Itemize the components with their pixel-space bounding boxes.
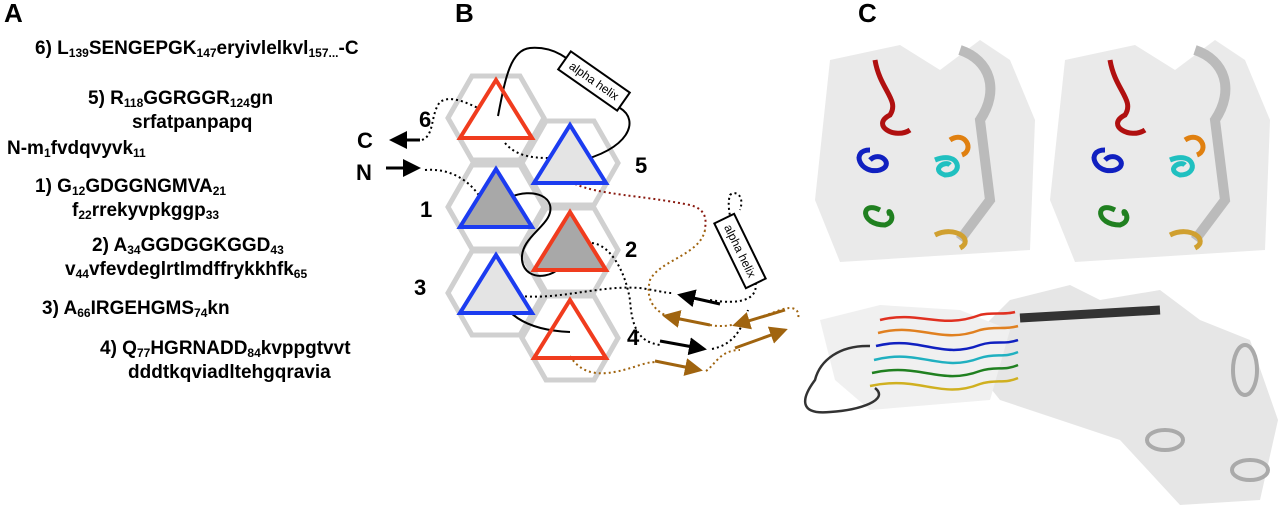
residue-text: kn xyxy=(207,298,230,319)
residue-number: 21 xyxy=(212,184,227,198)
residue-number: 84 xyxy=(247,346,261,360)
dotted-orange-4 xyxy=(705,349,741,372)
sequence-line-seg5b: srfatpanpapq xyxy=(132,112,252,134)
panel-a-label: A xyxy=(4,0,23,28)
alpha-helix-box-2: alpha helix xyxy=(712,212,768,290)
residue-text: gn xyxy=(249,88,274,109)
residue-text: 4) Q xyxy=(100,338,137,359)
residue-number: 11 xyxy=(133,146,146,160)
residue-text: 5) R xyxy=(88,88,124,109)
hexagon-6 xyxy=(445,73,547,163)
strand-number-4: 4 xyxy=(627,325,640,350)
residue-text: eryivlelkvl xyxy=(216,38,309,59)
residue-text: -C xyxy=(338,38,359,59)
strand-triangle-2 xyxy=(530,208,610,272)
hexagon-4 xyxy=(519,293,621,383)
residue-text: 6) L xyxy=(35,38,69,59)
sequence-line-seg4a: 4) Q77HGRNADD84kvppgtvvt xyxy=(100,338,351,360)
dotted-2-4 xyxy=(591,242,661,346)
residue-number: 44 xyxy=(75,267,89,281)
brown-strand-4 xyxy=(734,326,788,350)
dotted-5-loop xyxy=(574,183,707,231)
dotted-orange-1 xyxy=(647,229,706,316)
structure-view-bottom xyxy=(803,285,1278,505)
sequence-line-seg6: 6) L139SENGEPGK147eryivlelkvl157...-C xyxy=(35,38,359,60)
residue-text: kvppgtvvt xyxy=(260,338,351,359)
strand-number-5: 5 xyxy=(635,153,647,178)
residue-number: 34 xyxy=(127,243,141,257)
residue-text: fvdqvyvk xyxy=(50,138,134,159)
residue-text: f xyxy=(72,200,79,221)
residue-number: 157... xyxy=(308,46,339,60)
residue-number: 65 xyxy=(293,267,308,281)
residue-text: dddtkqviadltehgqravia xyxy=(128,362,331,383)
loop-1-2 xyxy=(497,192,571,277)
residue-number: 22 xyxy=(78,208,92,222)
residue-number: 118 xyxy=(123,96,144,110)
strand-arrow-right xyxy=(659,337,707,356)
sequence-line-nterm: N-m1fvdqvyvk11 xyxy=(7,138,146,160)
hexagon-5 xyxy=(519,118,621,208)
residue-number: 43 xyxy=(270,243,284,257)
brown-strand-1 xyxy=(662,310,711,328)
panel-b-label: B xyxy=(455,0,474,28)
residue-text: 3) A xyxy=(42,298,78,319)
strand-number-3: 3 xyxy=(414,275,426,300)
residue-text: GGDGGKGGD xyxy=(140,235,271,256)
strand-triangle-1 xyxy=(456,165,536,229)
strand-arrow-left xyxy=(677,289,721,308)
strand-number-6: 6 xyxy=(419,107,431,132)
n-terminus-label: N xyxy=(356,160,372,185)
residue-text: IRGEHGMS xyxy=(90,298,195,319)
sequence-line-seg5a: 5) R118GGRGGR124gn xyxy=(88,88,273,110)
brown-strand-3 xyxy=(654,358,703,376)
residue-text: vfevdeglrtlmdffrykkhfk xyxy=(88,259,294,280)
residue-text: 1) G xyxy=(35,176,72,197)
residue-number: 1 xyxy=(43,146,51,160)
sequence-line-seg2a: 2) A34GGDGGKGGD43 xyxy=(92,235,284,257)
dotted-orange-3 xyxy=(569,355,661,375)
strand-triangle-5 xyxy=(530,121,610,185)
structure-view-right xyxy=(1050,40,1270,262)
dotted-arrow4-right xyxy=(711,309,749,350)
brown-strand-2 xyxy=(732,308,786,330)
strand-number-1: 1 xyxy=(420,197,432,222)
sequence-line-seg1b: f22rrekyvpkggp33 xyxy=(72,200,219,222)
residue-text: rrekyvpkggp xyxy=(91,200,206,221)
strand-number-2: 2 xyxy=(625,237,637,262)
strand-triangle-6 xyxy=(456,76,536,140)
residue-text: HGRNADD xyxy=(150,338,248,359)
residue-text: GGRGGR xyxy=(143,88,230,109)
residue-number: 77 xyxy=(136,346,151,360)
strand-triangle-4 xyxy=(530,296,610,360)
residue-number: 74 xyxy=(194,306,208,320)
residue-text: 2) A xyxy=(92,235,128,256)
residue-number: 124 xyxy=(229,96,250,110)
sequence-line-seg1a: 1) G12GDGGNGMVA21 xyxy=(35,176,226,198)
residue-number: 139 xyxy=(68,46,89,60)
hexagon-3 xyxy=(445,248,547,338)
c-terminus-label: C xyxy=(357,128,373,153)
residue-text: srfatpanpapq xyxy=(132,112,253,133)
dotted-3-arrow xyxy=(519,286,673,298)
residue-number: 147 xyxy=(196,46,217,60)
residue-number: 33 xyxy=(205,208,220,222)
residue-text: SENGEPGK xyxy=(88,38,197,59)
sequence-line-seg2b: v44vfevdeglrtlmdffrykkhfk65 xyxy=(65,259,307,281)
residue-text: v xyxy=(65,259,76,280)
residue-number: 66 xyxy=(77,306,91,320)
residue-text: GDGGNGMVA xyxy=(85,176,213,197)
residue-number: 12 xyxy=(71,184,86,198)
structure-view-left xyxy=(815,40,1035,262)
dotted-c-6 xyxy=(421,98,479,141)
strand-triangle-3 xyxy=(456,251,536,315)
residue-text: N-m xyxy=(7,138,44,159)
sequence-line-seg4b: dddtkqviadltehgqravia xyxy=(128,362,331,384)
panel-c-label: C xyxy=(858,0,877,28)
sequence-line-seg3: 3) A66IRGEHGMS74kn xyxy=(42,298,230,320)
alpha-helix-box-1: alpha helix xyxy=(556,49,632,113)
